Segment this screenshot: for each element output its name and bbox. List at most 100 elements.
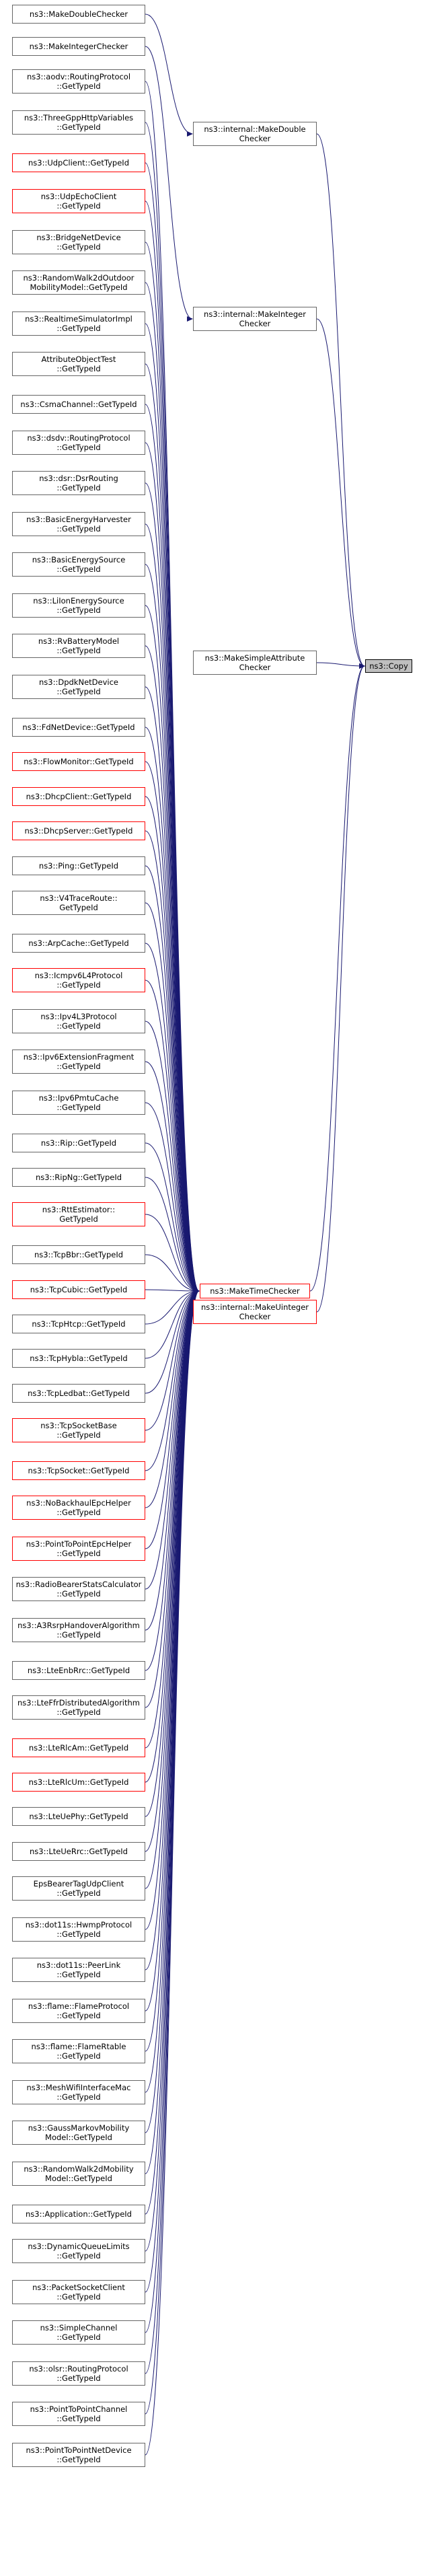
node-tcpbbr[interactable]: ns3::TcpBbr::GetTypeId xyxy=(12,1245,145,1264)
edge-V4Trace-to-MakeTime xyxy=(145,902,200,1294)
node-label: AttributeObjectTest xyxy=(41,355,116,364)
node-makeintegerchecker[interactable]: ns3::MakeIntegerChecker xyxy=(12,37,145,56)
edge-IntMakeUint-to-Copy xyxy=(316,663,365,1313)
node-nobackhaul[interactable]: ns3::NoBackhaulEpcHelper::GetTypeId xyxy=(12,1496,145,1520)
node-icmpv6l4[interactable]: ns3::Icmpv6L4Protocol::GetTypeId xyxy=(12,968,145,992)
node-simplechan[interactable]: ns3::SimpleChannel::GetTypeId xyxy=(12,2320,145,2345)
node-realtimesim[interactable]: ns3::RealtimeSimulatorImpl::GetTypeId xyxy=(12,311,145,336)
edge-NoBackhaul-to-MakeTime xyxy=(145,1288,200,1508)
node-dhcps[interactable]: ns3::DhcpServer::GetTypeId xyxy=(12,821,145,840)
node-label: ns3::LteRlcUm::GetTypeId xyxy=(28,1777,129,1787)
node-basicsrc[interactable]: ns3::BasicEnergySource::GetTypeId xyxy=(12,552,145,577)
node-rttest[interactable]: ns3::RttEstimator::GetTypeId xyxy=(12,1202,145,1226)
node-dsr[interactable]: ns3::dsr::DsrRouting::GetTypeId xyxy=(12,471,145,495)
node-csma[interactable]: ns3::CsmaChannel::GetTypeId xyxy=(12,395,145,414)
node-aodv[interactable]: ns3::aodv::RoutingProtocol::GetTypeId xyxy=(12,69,145,94)
node-dynqueue[interactable]: ns3::DynamicQueueLimits::GetTypeId xyxy=(12,2239,145,2263)
node-ping[interactable]: ns3::Ping::GetTypeId xyxy=(12,856,145,875)
node-flamertable[interactable]: ns3::flame::FlameRtable::GetTypeId xyxy=(12,2039,145,2063)
node-epsbearer[interactable]: EpsBearerTagUdpClient::GetTypeId xyxy=(12,1876,145,1901)
node-peerlink[interactable]: ns3::dot11s::PeerLink::GetTypeId xyxy=(12,1958,145,1982)
node-flowmon[interactable]: ns3::FlowMonitor::GetTypeId xyxy=(12,752,145,771)
node-rvbattery[interactable]: ns3::RvBatteryModel::GetTypeId xyxy=(12,634,145,658)
node-label: ns3::RandomWalk2dOutdoor xyxy=(23,273,134,283)
node-meshwifi[interactable]: ns3::MeshWifiInterfaceMac::GetTypeId xyxy=(12,2080,145,2104)
node-label: ::GetTypeId xyxy=(56,980,101,990)
node-basicharv[interactable]: ns3::BasicEnergyHarvester::GetTypeId xyxy=(12,512,145,536)
node-hwmp[interactable]: ns3::dot11s::HwmpProtocol::GetTypeId xyxy=(12,1917,145,1942)
node-label: ::GetTypeId xyxy=(56,1707,101,1717)
node-flameproto[interactable]: ns3::flame::FlameProtocol::GetTypeId xyxy=(12,1999,145,2023)
node-tcpsockbase[interactable]: ns3::TcpSocketBase::GetTypeId xyxy=(12,1418,145,1442)
node-application[interactable]: ns3::Application::GetTypeId xyxy=(12,2205,145,2223)
node-fdnet[interactable]: ns3::FdNetDevice::GetTypeId xyxy=(12,718,145,737)
edge-ArpCache-to-MakeTime xyxy=(145,943,200,1294)
node-label: EpsBearerTagUdpClient xyxy=(33,1879,124,1888)
edge-Ipv4L3-to-MakeTime xyxy=(145,1021,200,1294)
node-makedoublechecker[interactable]: ns3::MakeDoubleChecker xyxy=(12,5,145,24)
node-p2pnet[interactable]: ns3::PointToPointNetDevice::GetTypeId xyxy=(12,2443,145,2467)
edge-P2PEpc-to-MakeTime xyxy=(145,1288,200,1549)
edge-Hwmp-to-MakeTime xyxy=(145,1288,200,1930)
node-liion[interactable]: ns3::LiIonEnergySource::GetTypeId xyxy=(12,593,145,618)
node-olsr[interactable]: ns3::olsr::RoutingProtocol::GetTypeId xyxy=(12,2361,145,2386)
node-rip[interactable]: ns3::Rip::GetTypeId xyxy=(12,1134,145,1152)
node-radiobearer[interactable]: ns3::RadioBearerStatsCalculator::GetType… xyxy=(12,1577,145,1601)
node-tcpsock[interactable]: ns3::TcpSocket::GetTypeId xyxy=(12,1461,145,1480)
node-v4trace[interactable]: ns3::V4TraceRoute::GetTypeId xyxy=(12,891,145,915)
node-label: ::GetTypeId xyxy=(56,1103,101,1112)
node-lteuerrc[interactable]: ns3::LteUeRrc::GetTypeId xyxy=(12,1842,145,1861)
node-arpcache[interactable]: ns3::ArpCache::GetTypeId xyxy=(12,934,145,953)
node-attrobj[interactable]: AttributeObjectTest::GetTypeId xyxy=(12,352,145,376)
node-ipv6pmtu[interactable]: ns3::Ipv6PmtuCache::GetTypeId xyxy=(12,1091,145,1115)
node-tcphtcp[interactable]: ns3::TcpHtcp::GetTypeId xyxy=(12,1315,145,1333)
node-label: ns3::TcpSocketBase xyxy=(40,1421,117,1430)
node-label: ::GetTypeId xyxy=(56,1549,101,1558)
node-udpecho[interactable]: ns3::UdpEchoClient::GetTypeId xyxy=(12,189,145,213)
node-maketime[interactable]: ns3::MakeTimeChecker xyxy=(200,1284,310,1298)
node-tcpledbat[interactable]: ns3::TcpLedbat::GetTypeId xyxy=(12,1384,145,1403)
node-label: ns3::DpdkNetDevice xyxy=(39,677,118,687)
node-p2pchan[interactable]: ns3::PointToPointChannel::GetTypeId xyxy=(12,2402,145,2426)
node-label: ns3::internal::MakeDouble xyxy=(204,124,306,134)
node-ripng[interactable]: ns3::RipNg::GetTypeId xyxy=(12,1168,145,1187)
node-lterlcum[interactable]: ns3::LteRlcUm::GetTypeId xyxy=(12,1773,145,1792)
node-label: ::GetTypeId xyxy=(56,1970,101,1979)
node-bridgenet[interactable]: ns3::BridgeNetDevice::GetTypeId xyxy=(12,230,145,254)
node-a3rsrp[interactable]: ns3::A3RsrpHandoverAlgorithm::GetTypeId xyxy=(12,1618,145,1642)
node-ipv6frag[interactable]: ns3::Ipv6ExtensionFragment::GetTypeId xyxy=(12,1050,145,1074)
node-label: ::GetTypeId xyxy=(56,1508,101,1517)
node-packetsock[interactable]: ns3::PacketSocketClient::GetTypeId xyxy=(12,2280,145,2304)
node-label: ::GetTypeId xyxy=(56,1021,101,1031)
node-lteuephy[interactable]: ns3::LteUePhy::GetTypeId xyxy=(12,1807,145,1826)
node-ipv4l3[interactable]: ns3::Ipv4L3Protocol::GetTypeId xyxy=(12,1009,145,1033)
node-copy[interactable]: ns3::Copy xyxy=(365,659,412,673)
node-udpclient[interactable]: ns3::UdpClient::GetTypeId xyxy=(12,153,145,172)
node-lterlcam[interactable]: ns3::LteRlcAm::GetTypeId xyxy=(12,1738,145,1757)
node-threegpp[interactable]: ns3::ThreeGppHttpVariables::GetTypeId xyxy=(12,110,145,135)
node-label: ::GetTypeId xyxy=(56,646,101,655)
node-label: ns3::PointToPointChannel xyxy=(30,2404,128,2414)
node-p2pepc[interactable]: ns3::PointToPointEpcHelper::GetTypeId xyxy=(12,1537,145,1561)
node-label: ::GetTypeId xyxy=(56,564,101,574)
node-dhcpc[interactable]: ns3::DhcpClient::GetTypeId xyxy=(12,787,145,806)
edge-EpsBearer-to-MakeTime xyxy=(145,1288,200,1889)
node-label: ::GetTypeId xyxy=(56,524,101,533)
node-tcphybla[interactable]: ns3::TcpHybla::GetTypeId xyxy=(12,1349,145,1368)
node-tcpcubic[interactable]: ns3::TcpCubic::GetTypeId xyxy=(12,1280,145,1299)
node-label: ::GetTypeId xyxy=(56,2332,101,2342)
node-label: ns3::LteFfrDistributedAlgorithm xyxy=(17,1698,140,1707)
node-dsdv[interactable]: ns3::dsdv::RoutingProtocol::GetTypeId xyxy=(12,431,145,455)
node-lteenbrrc[interactable]: ns3::LteEnbRrc::GetTypeId xyxy=(12,1661,145,1680)
node-lteffr[interactable]: ns3::LteFfrDistributedAlgorithm::GetType… xyxy=(12,1695,145,1720)
node-label: ::GetTypeId xyxy=(56,324,101,333)
node-dpdk[interactable]: ns3::DpdkNetDevice::GetTypeId xyxy=(12,675,145,699)
edge-PeerLink-to-MakeTime xyxy=(145,1288,200,1971)
